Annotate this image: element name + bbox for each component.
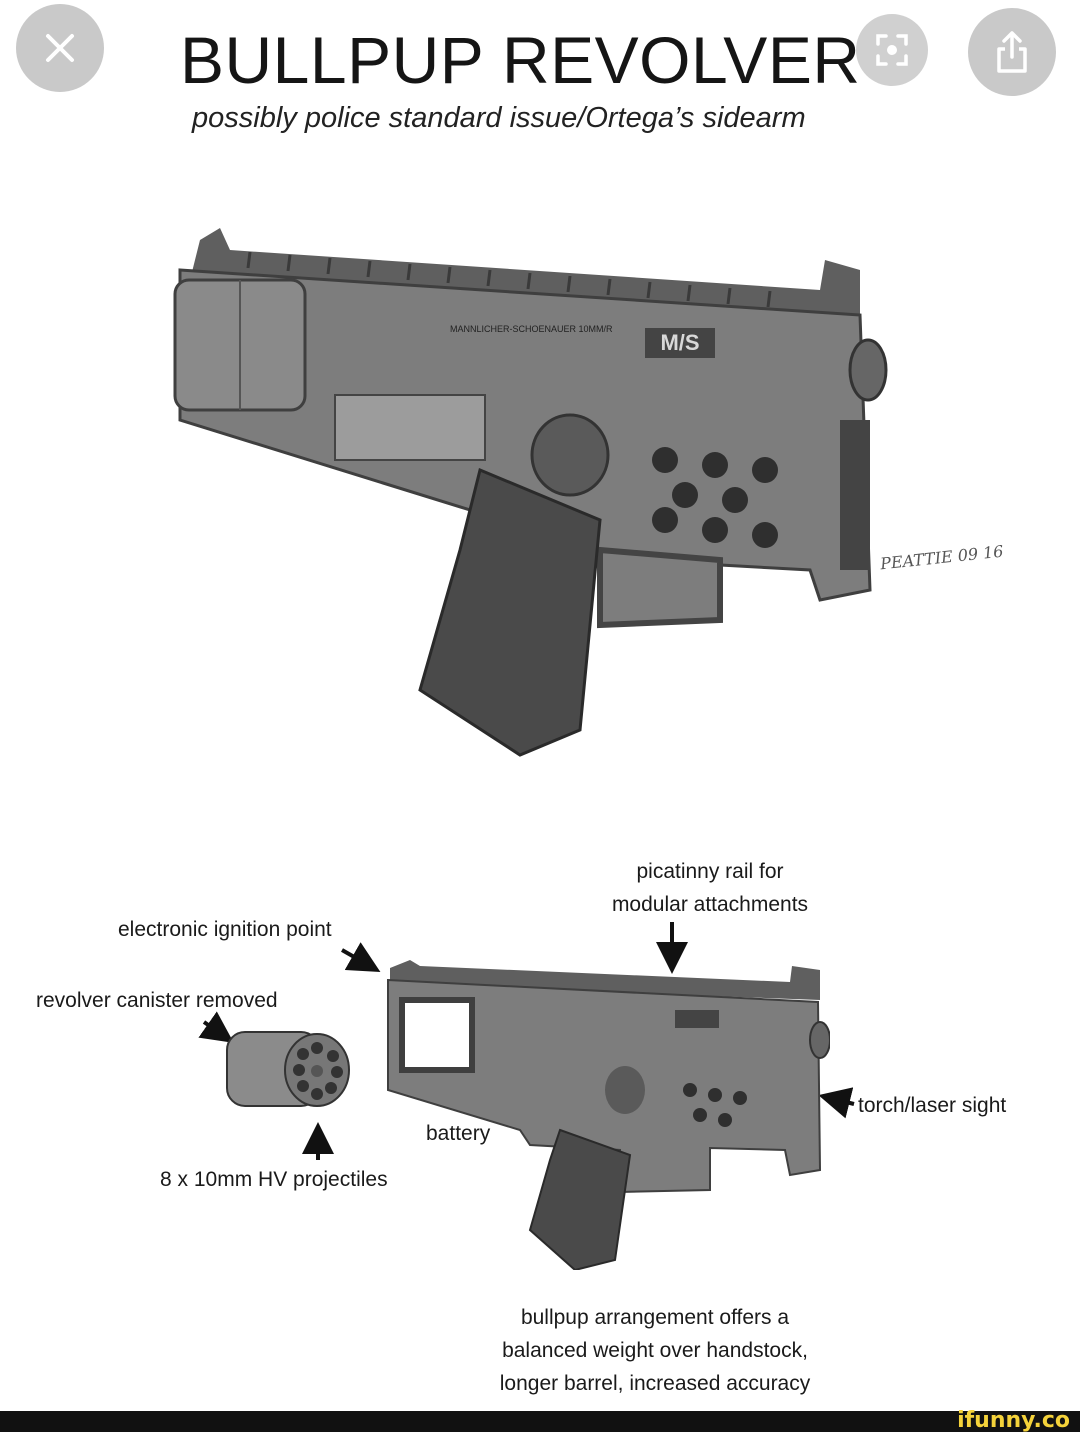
ifunny-watermark: ifunny.co xyxy=(957,1408,1070,1433)
page-title: BULLPUP REVOLVER xyxy=(180,23,861,97)
lens-search-icon xyxy=(876,34,908,66)
torch-label: torch/laser sight xyxy=(858,1094,1007,1117)
bullpup-open-frame-illustration xyxy=(387,960,830,1270)
picatinny-label: picatinny rail for modular attachments xyxy=(611,860,809,916)
maker-logo: M/S xyxy=(660,330,699,355)
lens-button[interactable] xyxy=(856,14,928,86)
bullpup-revolver-illustration: M/S MANNLICHER-SCHOENAUER 10MM/R xyxy=(173,228,888,757)
ignition-label: electronic ignition point xyxy=(118,918,332,941)
canister-arrow xyxy=(198,1011,234,1043)
close-button[interactable] xyxy=(16,4,104,92)
maker-text: MANNLICHER-SCHOENAUER 10MM/R xyxy=(450,324,613,334)
close-icon xyxy=(46,34,74,62)
ignition-arrow xyxy=(341,942,381,972)
projectiles-label: 8 x 10mm HV projectiles xyxy=(160,1168,388,1191)
revolver-canister-illustration xyxy=(226,1031,350,1107)
torch-arrow xyxy=(818,1087,855,1119)
footer-bar: ifunny.co xyxy=(0,1408,1080,1433)
canister-label: revolver canister removed xyxy=(36,989,278,1012)
bullpup-description: bullpup arrangement offers a balanced we… xyxy=(499,1306,811,1395)
share-button[interactable] xyxy=(968,8,1056,96)
page-subtitle: possibly police standard issue/Ortega’s … xyxy=(192,102,806,134)
share-icon xyxy=(997,31,1027,73)
battery-label: battery xyxy=(426,1122,491,1145)
